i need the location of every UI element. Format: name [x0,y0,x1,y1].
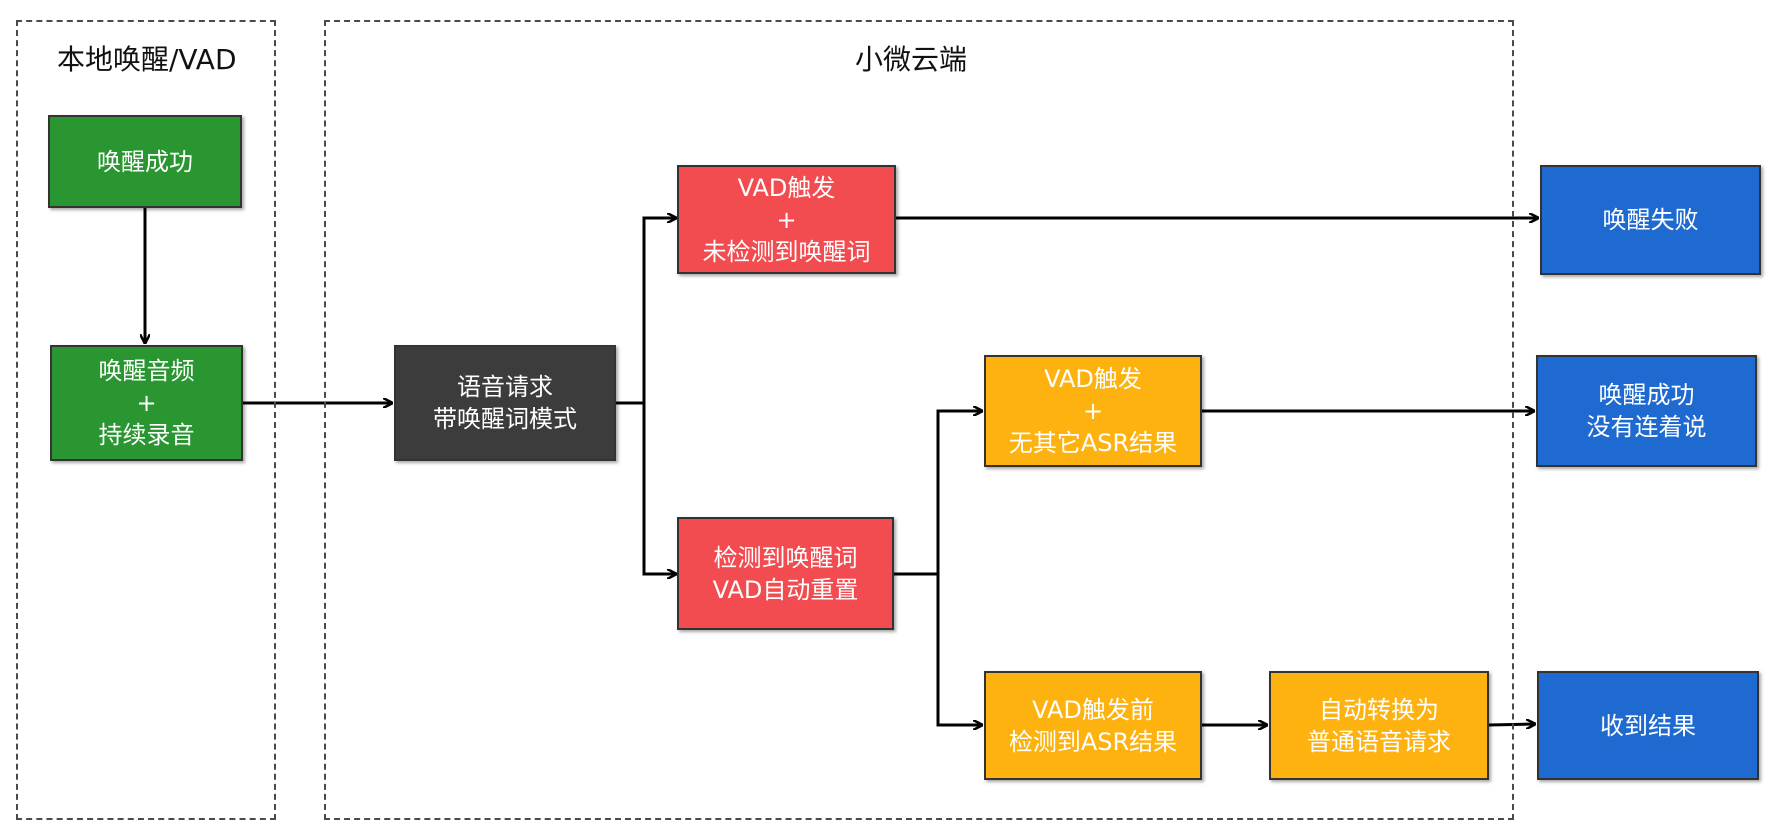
node-label: VAD自动重置 [712,575,859,604]
wake-fail-node: 唤醒失败 [1540,165,1761,275]
voice-request-node: 语音请求 带唤醒词模式 [394,345,616,461]
node-label: 唤醒成功 [1598,381,1695,409]
arrow-branch-to-vad-no-asr [936,411,982,574]
vad-no-asr-node: VAD触发 + 无其它ASR结果 [984,355,1202,467]
result-received-node: 收到结果 [1537,671,1759,780]
node-label: VAD触发前 [1032,695,1154,724]
node-label: 持续录音 [98,421,195,449]
node-label: + [1082,397,1104,425]
local-wake-vad-region [16,20,276,820]
vad-no-wakeword-node: VAD触发 + 未检测到唤醒词 [677,165,896,274]
wakeword-detected-node: 检测到唤醒词 VAD自动重置 [677,517,894,630]
node-label: 没有连着说 [1586,413,1707,441]
node-label: 检测到唤醒词 [713,543,858,572]
asr-before-vad-node: VAD触发前 检测到ASR结果 [984,671,1202,780]
node-label: VAD触发 [1044,365,1142,393]
wake-success-local-node: 唤醒成功 [48,115,242,208]
node-label: 唤醒失败 [1602,206,1699,234]
node-label: 收到结果 [1600,711,1696,740]
node-label: 自动转换为 [1319,695,1439,724]
auto-convert-node: 自动转换为 普通语音请求 [1269,671,1489,780]
arrow-branch-to-vad-no-wakeword [642,218,676,403]
local-region-title: 本地唤醒/VAD [57,43,237,76]
node-label: 普通语音请求 [1307,727,1451,756]
arrow-branch-to-asr-before-vad [936,574,982,725]
node-label: + [776,205,797,234]
node-label: 检测到ASR结果 [1008,727,1178,756]
node-label: 唤醒成功 [97,147,193,176]
node-label: 无其它ASR结果 [1008,429,1178,457]
wake-audio-node: 唤醒音频 + 持续录音 [50,345,243,461]
cloud-region-title: 小微云端 [855,43,968,76]
node-label: 唤醒音频 [98,357,195,385]
wake-success-no-continue-node: 唤醒成功 没有连着说 [1536,355,1757,467]
node-label: + [136,389,157,417]
arrow-branch-to-wakeword-detected [642,403,676,574]
node-label: 带唤醒词模式 [433,405,577,433]
node-label: VAD触发 [737,173,836,202]
cloud-region [324,20,1514,820]
node-label: 语音请求 [457,373,553,401]
node-label: 未检测到唤醒词 [702,237,871,266]
